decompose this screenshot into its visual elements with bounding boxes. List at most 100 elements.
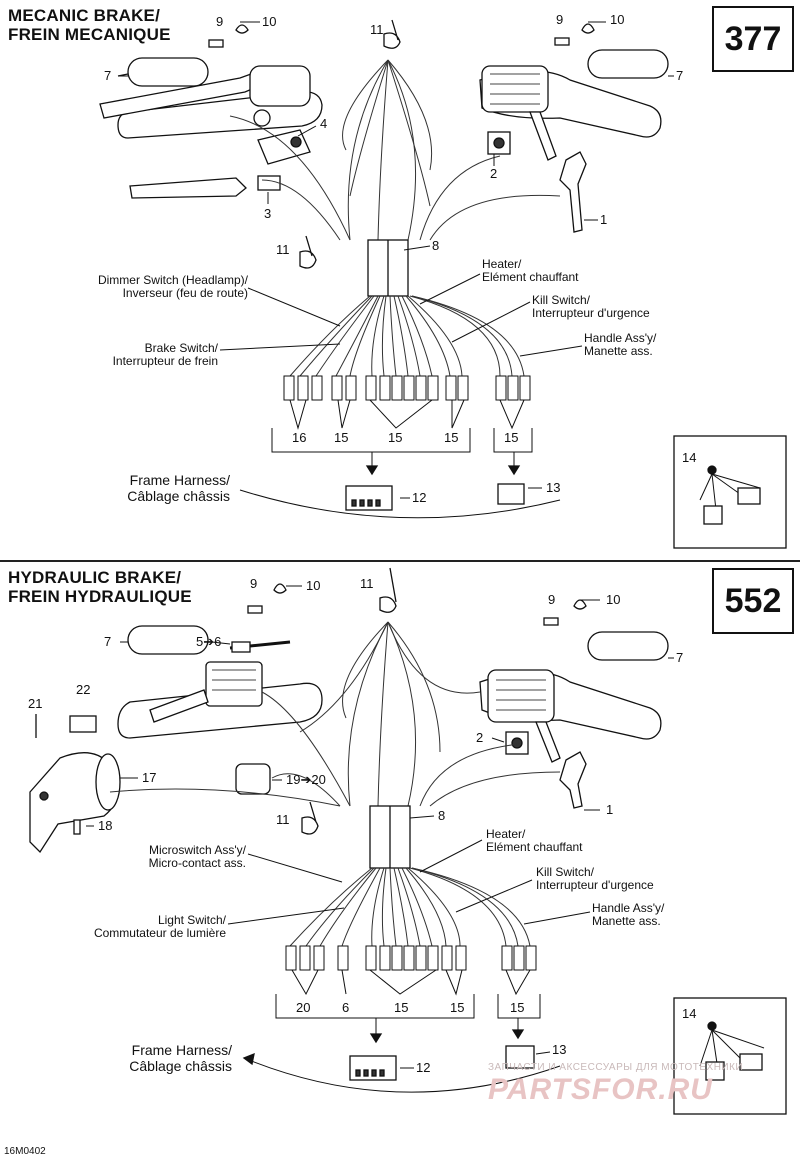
bottom-callout-19-20: 19➔20 xyxy=(286,772,326,787)
top-label-heater: Heater/ Elément chauffant xyxy=(482,257,579,284)
top-diagram-drawing xyxy=(99,19,787,549)
bottom-callout-9b: 9 xyxy=(548,592,556,607)
clip-10-left xyxy=(235,24,249,34)
pin-9-right xyxy=(554,37,570,46)
top-title-line2: FREIN MECANIQUE xyxy=(8,25,171,44)
tie-11-mid xyxy=(301,801,319,835)
top-callout-12: 12 xyxy=(412,490,427,505)
top-label-handle: Handle Ass'y/ Manette ass. xyxy=(584,331,657,358)
bottom-callout-14: 14 xyxy=(682,1006,697,1021)
switch-19-20 xyxy=(235,763,271,795)
handle-part xyxy=(559,151,587,233)
figure-reference: 16M0402 xyxy=(4,1146,46,1157)
top-label-frame: Frame Harness/ Câblage châssis xyxy=(127,472,230,504)
bottom-label-handle: Handle Ass'y/ Manette ass. xyxy=(592,901,665,928)
top-callout-8: 8 xyxy=(432,238,440,253)
bottom-title-line1: HYDRAULIC BRAKE/ xyxy=(8,568,182,587)
top-title-line1: MECANIC BRAKE/ xyxy=(8,6,161,25)
top-callout-15a: 15 xyxy=(334,430,349,445)
brake-lever-part xyxy=(129,177,247,199)
right-grip xyxy=(587,631,669,661)
bottom-callout-15a: 15 xyxy=(394,1000,409,1015)
bottom-callout-15b: 15 xyxy=(450,1000,465,1015)
top-callout-3: 3 xyxy=(264,206,272,221)
top-callout-14: 14 xyxy=(682,450,697,465)
bottom-diagram-drawing xyxy=(29,567,787,1115)
top-label-kill: Kill Switch/ Interrupteur d'urgence xyxy=(532,293,650,320)
bottom-callout-2: 2 xyxy=(476,730,484,745)
bottom-label-kill: Kill Switch/ Interrupteur d'urgence xyxy=(536,865,654,892)
bottom-label-micro: Microswitch Ass'y/ Micro-contact ass. xyxy=(148,843,246,870)
bottom-callout-22: 22 xyxy=(76,682,91,697)
bottom-label-heater: Heater/ Elément chauffant xyxy=(486,827,583,854)
left-grip xyxy=(127,625,209,655)
top-callout-7a: 7 xyxy=(104,68,112,83)
bottom-callout-12: 12 xyxy=(416,1060,431,1075)
top-callout-4: 4 xyxy=(320,116,328,131)
connector-13 xyxy=(505,1045,535,1069)
tie-11-top xyxy=(379,567,397,613)
mechanical-brake-panel: MECANIC BRAKE/ FREIN MECANIQUE 377 9 10 … xyxy=(0,0,800,560)
top-callout-2: 2 xyxy=(490,166,498,181)
top-callout-7b: 7 xyxy=(676,68,684,83)
bottom-callout-6: 6 xyxy=(342,1000,350,1015)
bottom-callout-5-6: 5➔6 xyxy=(196,634,222,649)
bottom-callout-18: 18 xyxy=(98,818,113,833)
top-callout-9b: 9 xyxy=(556,12,564,27)
bottom-callout-7b: 7 xyxy=(676,650,684,665)
watermark-top-text: ЗАПЧАСТИ И АКСЕССУАРЫ ДЛЯ МОТОТЕХНИКИ xyxy=(488,1062,744,1073)
bottom-callout-13: 13 xyxy=(552,1042,567,1057)
watermark: ЗАПЧАСТИ И АКСЕССУАРЫ ДЛЯ МОТОТЕХНИКИ PA… xyxy=(488,1062,788,1107)
top-code-box: 377 xyxy=(712,6,794,72)
top-callout-13: 13 xyxy=(546,480,561,495)
clip-10-right xyxy=(581,23,595,34)
bottom-callout-21: 21 xyxy=(28,696,43,711)
top-callout-15c: 15 xyxy=(444,430,459,445)
bottom-callout-9a: 9 xyxy=(250,576,258,591)
clip-10-right xyxy=(573,599,587,610)
left-grip xyxy=(127,57,209,87)
top-label-dimmer: Dimmer Switch (Headlamp)/ Inverseur (feu… xyxy=(97,273,248,300)
top-callout-16: 16 xyxy=(292,430,307,445)
top-callout-11b: 11 xyxy=(276,242,290,257)
inset-box-14 xyxy=(673,435,787,549)
bottom-callout-10a: 10 xyxy=(306,578,321,593)
clip-10-left xyxy=(273,583,287,594)
brake-lever xyxy=(149,689,209,723)
throttle-lever xyxy=(535,721,561,763)
bottom-title-line2: FREIN HYDRAULIQUE xyxy=(8,587,192,606)
bottom-label-light: Light Switch/ Commutateur de lumière xyxy=(93,913,226,940)
dimmer-switch-part xyxy=(257,129,311,165)
hydraulic-brake-panel: HYDRAULIC BRAKE/ FREIN HYDRAULIQUE 552 9… xyxy=(0,562,800,1160)
left-handlebar xyxy=(117,682,323,739)
throttle-housing xyxy=(481,65,549,113)
bottom-callout-7a: 7 xyxy=(104,634,112,649)
top-label-brake: Brake Switch/ Interrupteur de frein xyxy=(112,341,218,368)
bottom-callout-1: 1 xyxy=(606,802,614,817)
connector-13 xyxy=(497,483,525,505)
bottom-callout-11a: 11 xyxy=(360,576,374,591)
bottom-callout-10b: 10 xyxy=(606,592,621,607)
pin-9-left xyxy=(247,605,263,614)
watermark-main-text: PARTSFOR.RU xyxy=(488,1073,713,1106)
tie-11-mid xyxy=(299,235,317,269)
bottom-callout-15c: 15 xyxy=(510,1000,525,1015)
top-callout-1: 1 xyxy=(600,212,608,227)
label-22 xyxy=(69,715,97,733)
bottom-label-frame: Frame Harness/ Câblage châssis xyxy=(129,1042,232,1074)
throttle-housing xyxy=(487,669,555,723)
right-grip xyxy=(587,49,669,79)
bottom-code-box: 552 xyxy=(712,568,794,634)
tie-11-top xyxy=(383,19,401,49)
top-callout-10a: 10 xyxy=(262,14,277,29)
bulb-18 xyxy=(73,819,81,835)
pin-9-right xyxy=(543,617,559,626)
left-housing xyxy=(249,65,311,107)
bottom-callout-17: 17 xyxy=(142,770,157,785)
master-cylinder xyxy=(205,661,263,707)
top-callout-15b: 15 xyxy=(388,430,403,445)
bottom-callout-20: 20 xyxy=(296,1000,311,1015)
handle-part xyxy=(559,751,587,809)
top-callout-10b: 10 xyxy=(610,12,625,27)
inset-box-14 xyxy=(673,997,787,1115)
